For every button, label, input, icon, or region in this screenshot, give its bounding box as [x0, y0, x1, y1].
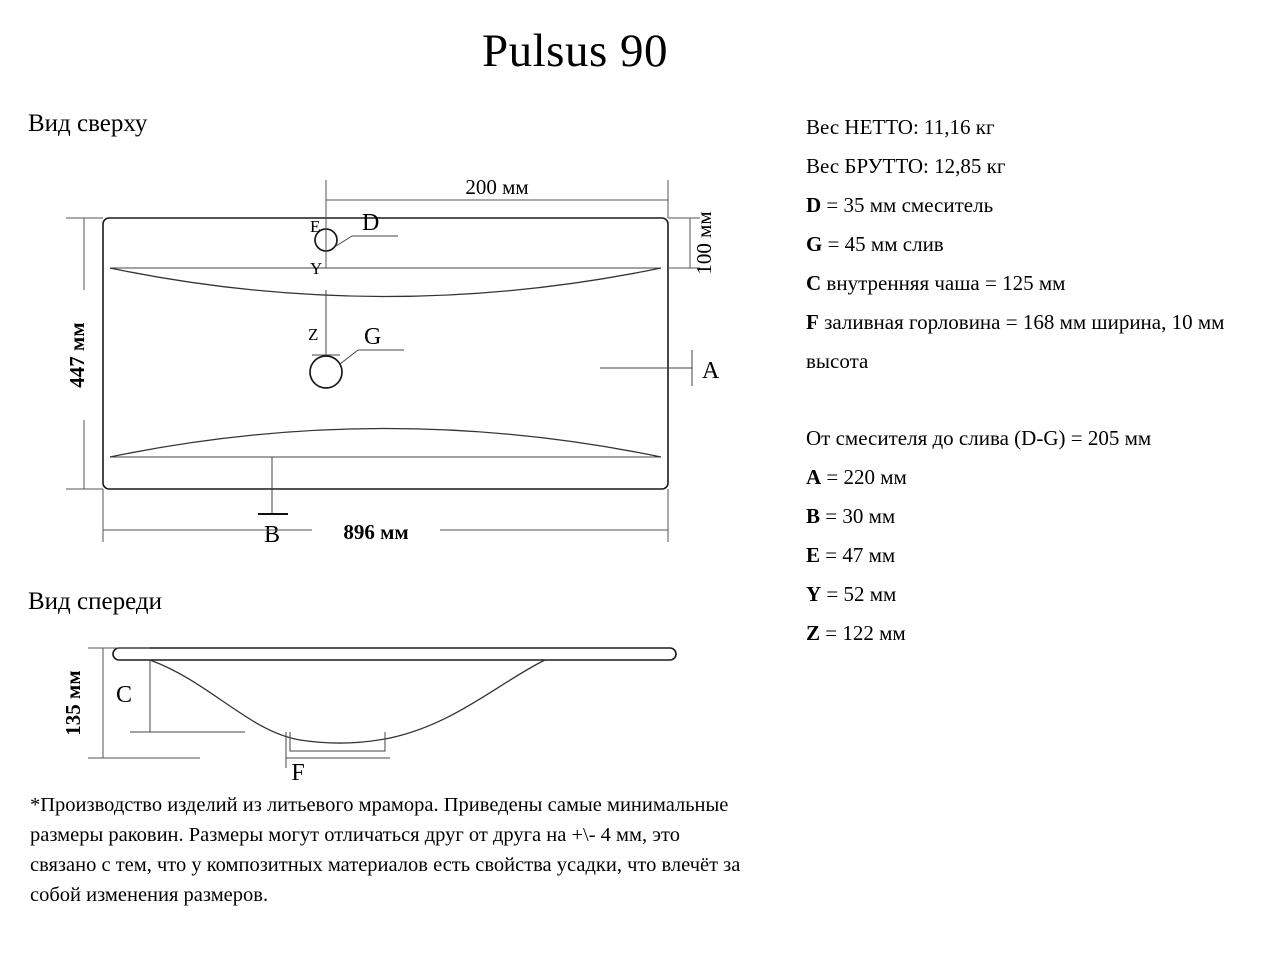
dim-height-447: 447 мм [65, 322, 89, 387]
spec-text: = 122 мм [820, 621, 906, 645]
spec-text: = 220 мм [821, 465, 907, 489]
spec-label: E [806, 543, 821, 567]
spec-text: заливная горловина = 168 мм ширина, 10 м… [806, 310, 1225, 373]
front-view-heading: Вид спереди [28, 588, 162, 615]
spec-text: = 52 мм [821, 582, 897, 606]
spec-item: E = 47 мм [806, 536, 1276, 575]
countertop-slab [112, 647, 677, 661]
dim-faucet-offset-200: 200 мм [465, 175, 528, 199]
spec-text: От смесителя до слива (D-G) = 205 мм [806, 426, 1152, 450]
label-z: Z [308, 325, 318, 344]
spec-text: = 47 мм [820, 543, 896, 567]
basin-upper-curve [109, 267, 662, 298]
spec-text: = 35 мм смеситель [821, 193, 994, 217]
spec-item: B = 30 мм [806, 497, 1276, 536]
label-f: F [291, 760, 304, 780]
spec-item: A = 220 мм [806, 458, 1276, 497]
footnote-text: *Производство изделий из литьевого мрамо… [30, 794, 741, 906]
spec-item: C внутренняя чаша = 125 мм [806, 264, 1276, 303]
spec-label: Y [806, 582, 822, 606]
label-y: Y [310, 259, 322, 278]
spec-text: внутренняя чаша = 125 мм [821, 271, 1066, 295]
drain-box-outline [289, 732, 386, 752]
label-g: G [364, 324, 381, 350]
spec-item: Y = 52 мм [806, 575, 1276, 614]
label-a: A [702, 358, 720, 384]
spec-item: D = 35 мм смеситель [806, 186, 1276, 225]
spec-label: B [806, 504, 821, 528]
label-e: E [310, 217, 320, 236]
spec-text: Вес БРУТТО: 12,85 кг [806, 154, 1006, 178]
top-view-heading: Вид сверху [28, 110, 148, 137]
dim-back-edge-100: 100 мм [692, 211, 716, 274]
faucet-leader-line [335, 235, 353, 247]
spec-text: = 30 мм [820, 504, 896, 528]
spec-label: D [806, 193, 822, 217]
dim-front-height-135: 135 мм [61, 670, 85, 735]
spec-label: A [806, 465, 822, 489]
spec-item: G = 45 мм слив [806, 225, 1276, 264]
spec-item: Вес НЕТТО: 11,16 кг [806, 108, 1276, 147]
label-c: C [116, 682, 132, 708]
basin-lower-curve [109, 427, 662, 458]
label-b: B [264, 522, 280, 548]
specifications-panel: Вес НЕТТО: 11,16 кг Вес БРУТТО: 12,85 кг… [806, 108, 1276, 653]
front-view-drawing: 135 мм C F [0, 620, 790, 780]
drain-leader-line [339, 349, 359, 365]
spec-label: C [806, 271, 822, 295]
spec-text: Вес НЕТТО: 11,16 кг [806, 115, 995, 139]
spec-item: Z = 122 мм [806, 614, 1276, 653]
spec-label: Z [806, 621, 821, 645]
spec-item: От смесителя до слива (D-G) = 205 мм [806, 419, 1276, 458]
spec-item: F заливная горловина = 168 мм ширина, 10… [806, 303, 1276, 381]
label-d: D [362, 210, 379, 236]
spec-label: F [806, 310, 819, 334]
spec-label: G [806, 232, 823, 256]
basin-profile-curve [149, 659, 546, 744]
top-view-drawing: D E Y Z G 447 мм B 896 мм 200 мм [0, 150, 790, 560]
basin-outline [102, 217, 669, 490]
spec-text: = 45 мм слив [822, 232, 944, 256]
dim-width-896: 896 мм [343, 520, 408, 544]
drain-hole [309, 355, 343, 389]
spec-item: Вес БРУТТО: 12,85 кг [806, 147, 1276, 186]
spec-group-divider [806, 381, 1276, 419]
page-title: Pulsus 90 [481, 25, 669, 77]
